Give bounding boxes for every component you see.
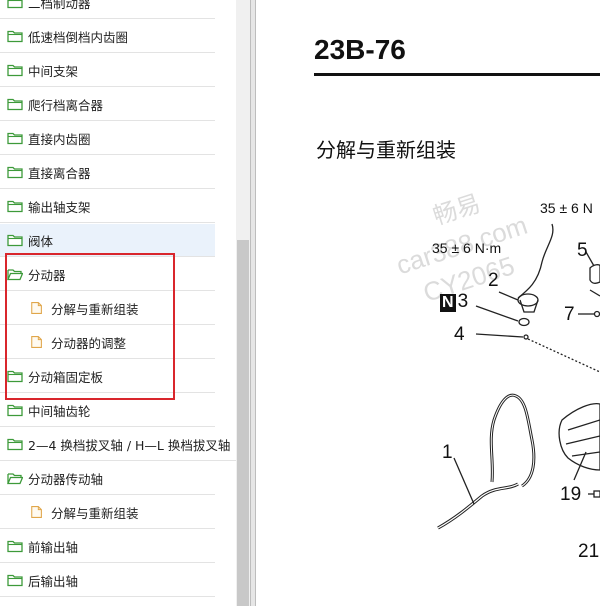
folder-icon: [7, 369, 23, 383]
tree-folder-item[interactable]: 爬行档离合器: [0, 88, 215, 121]
tree-item-label: 低速档倒档内齿圈: [28, 29, 129, 45]
folder-open-icon: [7, 267, 24, 281]
torque-callout: 35 ± 6 N: [540, 200, 593, 216]
part-callout-4: 4: [454, 324, 465, 345]
tree-item-label: 分动器: [28, 267, 66, 283]
torque-callout: 35 ± 6 N·m: [432, 240, 502, 256]
pin-4: [523, 334, 529, 340]
part-callout-5: 5: [577, 240, 588, 261]
housing-19: [558, 402, 600, 471]
tree-item-label: 直接离合器: [28, 165, 91, 181]
folder-icon: [7, 165, 23, 179]
tree-folder-item[interactable]: 低速档倒档内齿圈: [0, 20, 215, 53]
part-callout-19: 19: [560, 484, 582, 505]
tree-item-label: 2—4 换档拔叉轴 / H—L 换档拔叉轴: [28, 437, 231, 453]
tree-item-label: 爬行档离合器: [28, 97, 104, 113]
folder-icon: [7, 29, 23, 43]
bolt-19: [593, 490, 600, 498]
tree-folder-item[interactable]: 2—4 换档拔叉轴 / H—L 换档拔叉轴: [0, 428, 236, 461]
tree-item-label: 分解与重新组装: [51, 301, 139, 317]
folder-icon: [7, 63, 23, 77]
tree-folder-item[interactable]: 直接离合器: [0, 156, 215, 189]
folder-icon: [7, 233, 23, 247]
tree-item-label: 输出轴支架: [28, 199, 91, 215]
tree-item-label: 二档制动器: [28, 0, 91, 11]
folder-icon: [7, 97, 23, 111]
tree-folder-item[interactable]: 中间轴齿轮: [0, 394, 215, 427]
document-icon: [30, 301, 46, 315]
part-callout-7: 7: [564, 304, 575, 325]
folder-open-icon: [7, 471, 24, 485]
tree-folder-item[interactable]: 中间支架: [0, 54, 215, 87]
tree-folder-item[interactable]: 分动器: [0, 258, 215, 291]
harness-1: [437, 482, 519, 530]
sidebar-scrollbar-thumb[interactable]: [237, 240, 249, 606]
folder-icon: [7, 437, 23, 451]
tree-folder-item[interactable]: 前输出轴: [0, 530, 215, 563]
folder-icon: [7, 0, 23, 9]
tree-leaf-item[interactable]: 分解与重新组装: [0, 496, 215, 529]
pane-splitter[interactable]: [250, 0, 256, 606]
tree-item-label: 直接内齿圈: [28, 131, 91, 147]
tree-item-label: 中间轴齿轮: [28, 403, 91, 419]
tree-leaf-item[interactable]: 分动器的调整: [0, 326, 215, 359]
tree-item-label: 分解与重新组装: [51, 505, 139, 521]
bolt-3: [518, 317, 530, 327]
section-title: 分解与重新组装: [316, 138, 456, 162]
tree-leaf-item[interactable]: 分解与重新组装: [0, 292, 215, 325]
exploded-view-diagram: [437, 223, 600, 530]
page-header-rule: [314, 73, 600, 76]
folder-icon: [7, 573, 23, 587]
tree-item-label: 中间支架: [28, 63, 79, 79]
sensor-cable: [517, 223, 554, 299]
tree-folder-item[interactable]: 分动箱固定板: [0, 360, 215, 393]
tree-folder-item[interactable]: 阀体: [0, 224, 215, 257]
tree-folder-item[interactable]: 二档制动器: [0, 0, 215, 19]
tree-folder-item[interactable]: 后输出轴: [0, 564, 215, 597]
navigation-tree: 二档制动器低速档倒档内齿圈中间支架爬行档离合器直接内齿圈直接离合器输出轴支架阀体…: [0, 0, 236, 606]
folder-icon: [7, 199, 23, 213]
tree-item-label: 后输出轴: [28, 573, 79, 589]
tree-item-label: 分动箱固定板: [28, 369, 104, 385]
tree-folder-item[interactable]: 输出轴支架: [0, 190, 215, 223]
tree-item-label: 前输出轴: [28, 539, 79, 555]
part-7: [593, 310, 600, 318]
part-callout-1: 1: [442, 442, 453, 463]
tree-folder-item[interactable]: 分动器传动轴: [0, 462, 215, 495]
part-5: [589, 264, 600, 284]
tree-folder-item[interactable]: 直接内齿圈: [0, 122, 215, 155]
tightening-badge: N: [440, 294, 456, 312]
folder-icon: [7, 539, 23, 553]
document-page: 23B-76 分解与重新组装: [256, 0, 600, 606]
document-icon: [30, 335, 46, 349]
page-number: 23B-76: [314, 34, 406, 65]
part-callout-21: 21: [578, 541, 600, 562]
tree-item-label: 分动器的调整: [51, 335, 127, 351]
folder-icon: [7, 403, 23, 417]
tree-item-label: 分动器传动轴: [28, 471, 104, 487]
folder-icon: [7, 131, 23, 145]
document-icon: [30, 505, 46, 519]
tree-item-label: 阀体: [28, 233, 54, 249]
part-callout-2: 2: [488, 270, 499, 291]
